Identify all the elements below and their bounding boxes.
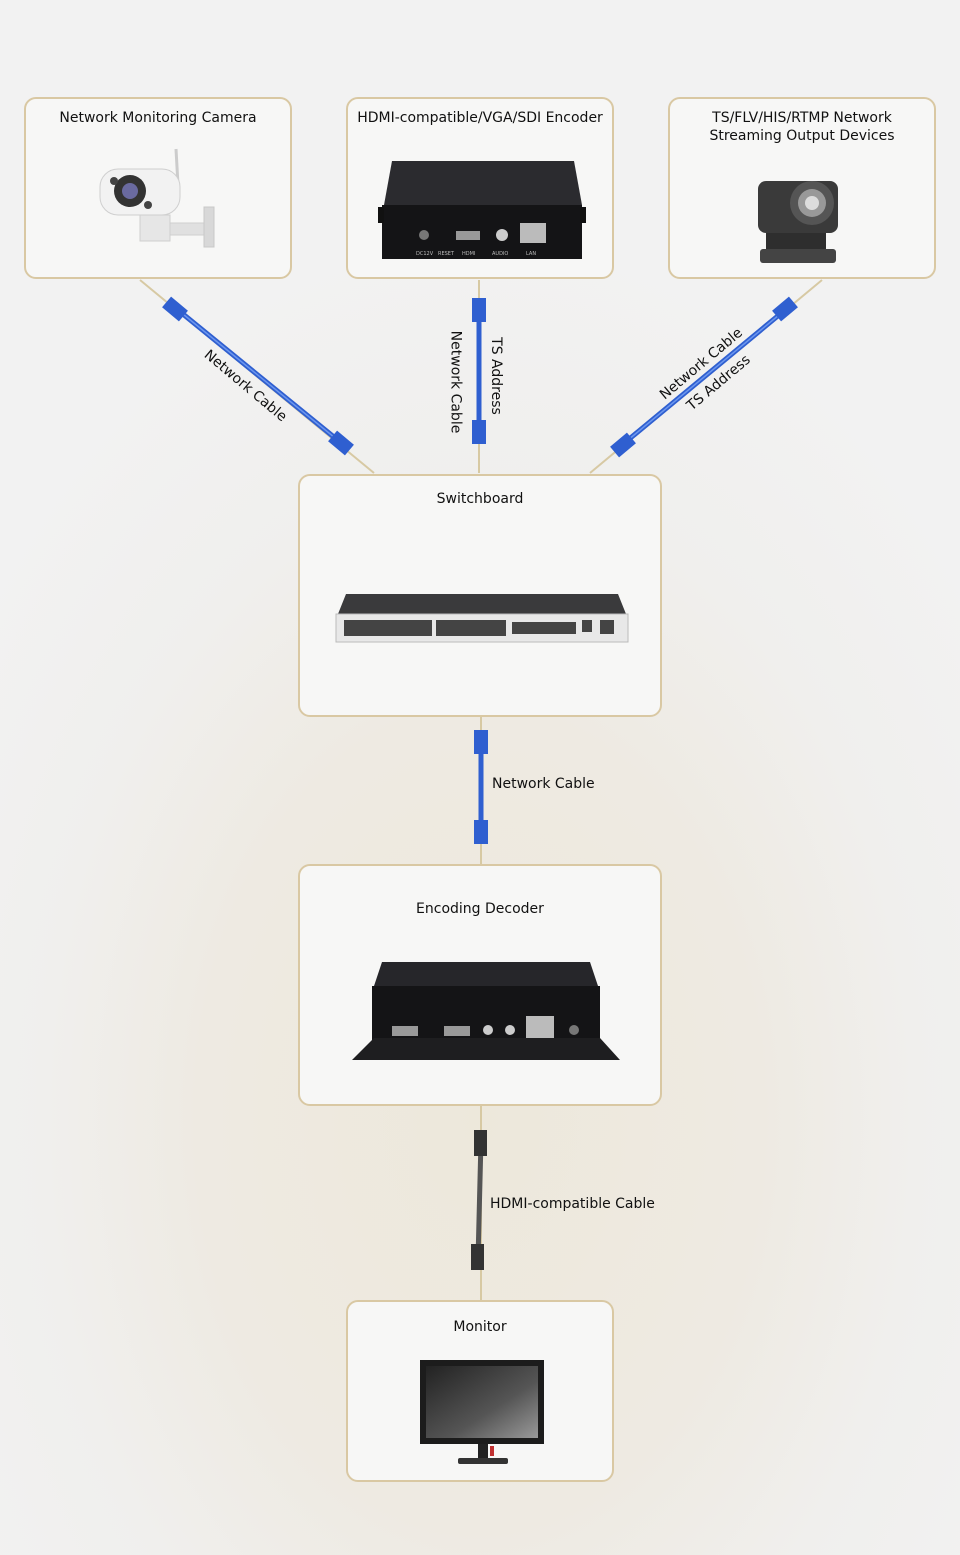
camera-label: Network Monitoring Camera: [59, 110, 257, 126]
monitor-box[interactable]: Monitor: [346, 1300, 614, 1482]
hdmi-cable: [471, 1105, 487, 1300]
monitor-label: Monitor: [453, 1319, 507, 1335]
port-label-lan: LAN: [526, 251, 536, 257]
security-camera-icon: [99, 148, 215, 248]
camera-box[interactable]: Network Monitoring Camera: [24, 97, 292, 279]
network-cable-streaming: [589, 279, 823, 474]
label-encoder-ts-address: TS Address: [487, 337, 504, 415]
port-label-dc12v: DC12V: [416, 251, 434, 257]
network-cable-camera: [139, 279, 375, 474]
decoder-label: Encoding Decoder: [416, 901, 544, 917]
label-decoder-network-cable: Network Cable: [492, 776, 595, 792]
streaming-box[interactable]: TS/FLV/HIS/RTMP Network Streaming Output…: [668, 97, 936, 279]
decoder-box[interactable]: Encoding Decoder: [298, 864, 662, 1106]
network-cable-switch-decoder: [474, 716, 488, 864]
label-encoder-network-cable: Network Cable: [447, 330, 464, 434]
encoder-box[interactable]: HDMI-compatible/VGA/SDI Encoder DC12V RE…: [346, 97, 614, 279]
encoder-label: HDMI-compatible/VGA/SDI Encoder: [357, 110, 603, 126]
streaming-camera-icon: [758, 181, 838, 263]
monitor-icon: [420, 1360, 544, 1464]
label-hdmi-cable: HDMI-compatible Cable: [490, 1196, 655, 1212]
streaming-label: TS/FLV/HIS/RTMP Network Streaming Output…: [709, 110, 895, 144]
switchboard-box[interactable]: Switchboard: [298, 474, 662, 717]
network-cable-encoder: [472, 280, 486, 473]
port-label-audio: AUDIO: [492, 251, 508, 257]
port-label-hdmi: HDMI: [462, 251, 475, 257]
network-switch-icon: [335, 594, 629, 643]
decoder-device-icon: [352, 962, 620, 1060]
switchboard-label: Switchboard: [436, 491, 524, 507]
port-label-reset: RESET: [438, 251, 455, 257]
encoder-device-icon: DC12V RESET HDMI AUDIO LAN: [378, 161, 586, 259]
